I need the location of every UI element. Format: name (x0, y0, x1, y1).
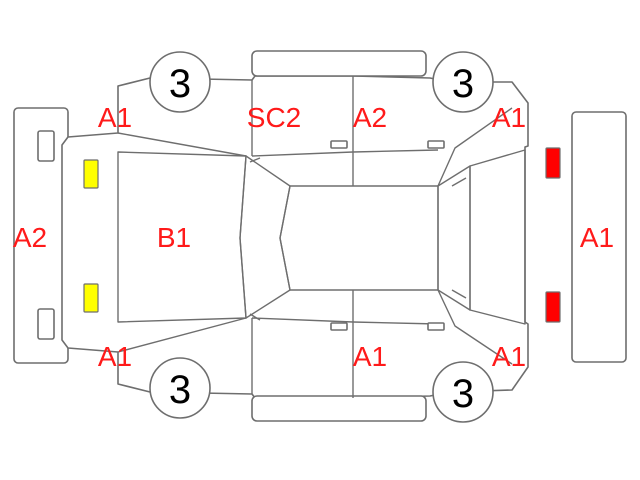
wheel-front-bottom: 3 (149, 357, 211, 419)
label-hood: B1 (157, 222, 191, 253)
wheel-rear-top: 3 (432, 51, 494, 113)
label-front-bumper: A2 (13, 222, 47, 253)
wheel-rear-top-number: 3 (452, 62, 474, 106)
wheel-rear-bottom: 3 (432, 361, 494, 423)
door-handle-front-top (330, 140, 348, 149)
label-rear-door-top: A2 (353, 102, 387, 133)
trunk-lid (469, 149, 526, 325)
door-handle-rear-bottom (427, 322, 445, 331)
taillight-top (545, 147, 561, 179)
label-front-left-fender: A1 (98, 102, 132, 133)
bottom-sill (251, 395, 427, 422)
door-handle-front-bottom (330, 322, 348, 331)
headlight-top (83, 159, 99, 189)
label-rear-door-bottom: A1 (353, 341, 387, 372)
car-body (61, 75, 529, 399)
label-front-door-top: SC2 (247, 102, 301, 133)
label-rear-left-fender: A1 (492, 102, 526, 133)
wheel-front-top: 3 (149, 51, 211, 113)
wheel-rear-bottom-number: 3 (452, 372, 474, 416)
wheel-front-top-number: 3 (169, 62, 191, 106)
rear-bumper (571, 111, 627, 363)
roof (279, 185, 439, 291)
taillight-bottom (545, 291, 561, 323)
door-handle-rear-top (427, 140, 445, 149)
top-sill (251, 50, 427, 77)
label-rear-right-fender: A1 (492, 341, 526, 372)
label-front-right-fender: A1 (98, 341, 132, 372)
wheel-front-bottom-number: 3 (169, 368, 191, 412)
label-rear-bumper: A1 (580, 222, 614, 253)
headlight-bottom (83, 283, 99, 313)
